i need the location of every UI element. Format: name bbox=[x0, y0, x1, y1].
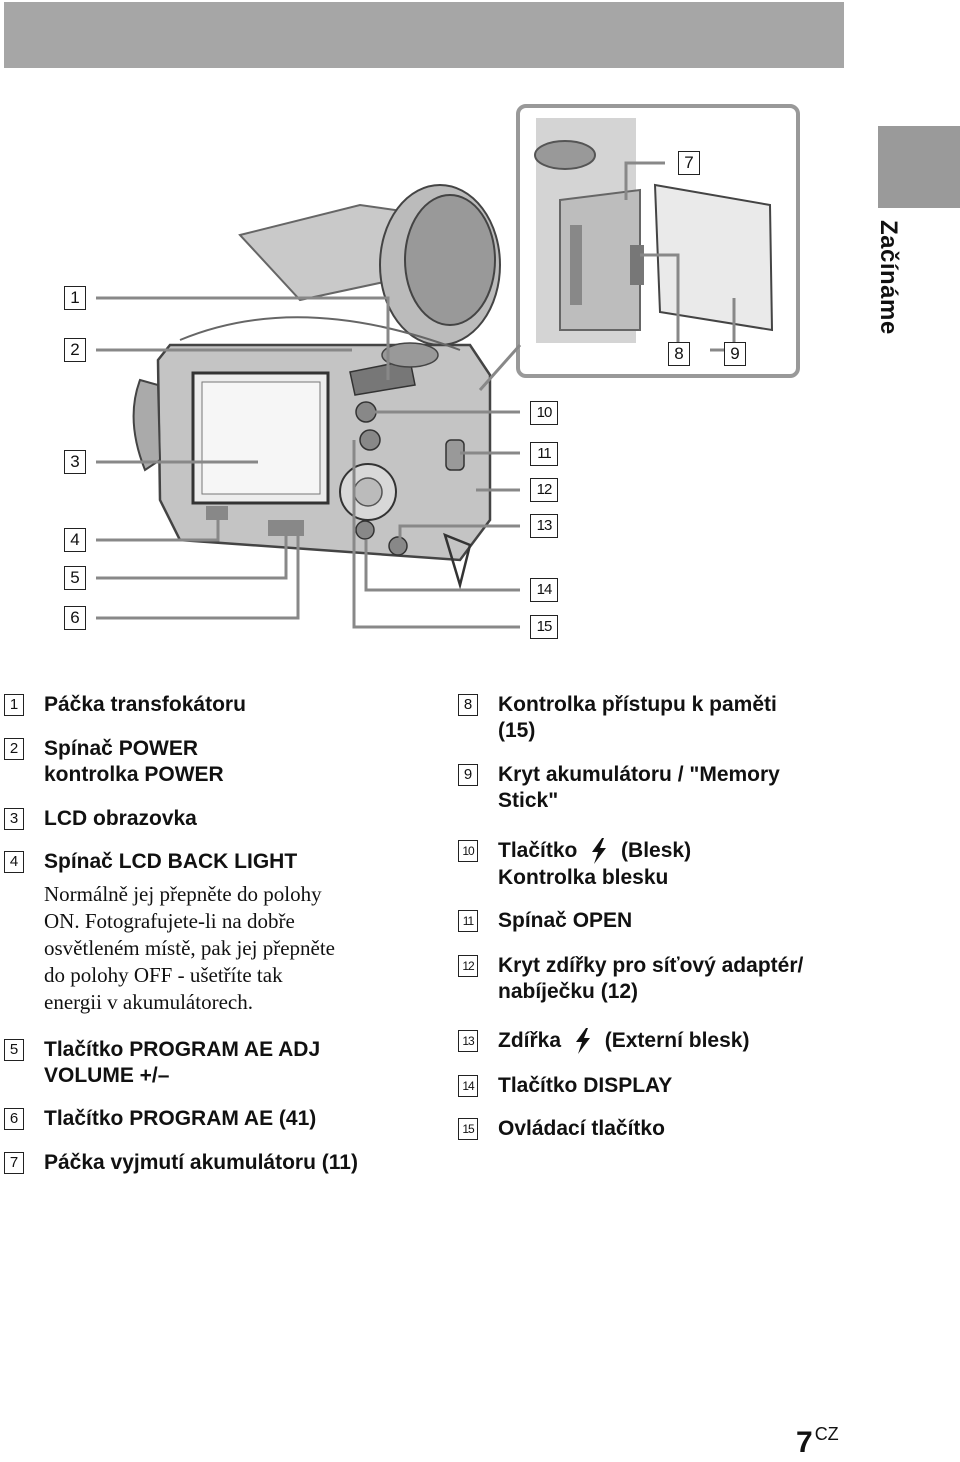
legend-text: Tlačítko DISPLAY bbox=[498, 1074, 673, 1097]
legend-num: 14 bbox=[458, 1075, 478, 1097]
inset-frame bbox=[516, 104, 800, 378]
legend-num: 1 bbox=[4, 694, 24, 716]
callout-9: 9 bbox=[724, 342, 746, 366]
header-bar bbox=[4, 2, 844, 68]
callout-8: 8 bbox=[668, 342, 690, 366]
flash-icon bbox=[575, 1028, 590, 1055]
callout-5: 5 bbox=[64, 566, 86, 590]
callout-14: 14 bbox=[530, 578, 558, 602]
legend-text: Tlačítko PROGRAM AE (41) bbox=[44, 1107, 317, 1130]
callout-12: 12 bbox=[530, 478, 558, 502]
legend-text: Spínač POWER bbox=[44, 737, 199, 760]
legend-text: Kryt akumulátoru / "Memory bbox=[498, 763, 780, 786]
legend-num: 3 bbox=[4, 808, 24, 830]
legend-note-line: do polohy OFF - ušetříte tak bbox=[44, 963, 283, 987]
flash-icon bbox=[592, 838, 607, 865]
legend-num: 5 bbox=[4, 1039, 24, 1061]
callout-11: 11 bbox=[530, 442, 558, 466]
legend-right: 8 Kontrolka přístupu k paměti (15) 9 Kry… bbox=[458, 0, 898, 1200]
legend-text: Zdířka (Externí blesk) bbox=[498, 1028, 878, 1055]
legend-text: LCD obrazovka bbox=[44, 807, 197, 830]
legend-text-lead: Zdířka bbox=[498, 1029, 562, 1052]
legend-text-lead: Tlačítko bbox=[498, 839, 578, 862]
legend-num: 7 bbox=[4, 1152, 24, 1174]
callout-6: 6 bbox=[64, 606, 86, 630]
callout-7: 7 bbox=[678, 151, 700, 175]
legend-text-2: Kontrolka blesku bbox=[498, 866, 669, 889]
legend-text-2: (15) bbox=[498, 719, 536, 742]
callout-4: 4 bbox=[64, 528, 86, 552]
legend-text: Tlačítko (Blesk) bbox=[498, 838, 878, 865]
legend-num: 9 bbox=[458, 764, 478, 786]
legend-text: Ovládací tlačítko bbox=[498, 1117, 665, 1140]
legend-note-line: Normálně jej přepněte do polohy bbox=[44, 882, 322, 906]
legend-num: 15 bbox=[458, 1118, 478, 1140]
legend-num: 8 bbox=[458, 694, 478, 716]
leader-lines bbox=[96, 161, 736, 629]
legend-num: 12 bbox=[458, 955, 478, 977]
callout-15: 15 bbox=[530, 615, 558, 639]
legend-text-2: VOLUME +/– bbox=[44, 1064, 170, 1087]
page-number-value: 7 bbox=[796, 1426, 813, 1459]
legend-num: 6 bbox=[4, 1108, 24, 1130]
legend-text: Páčka vyjmutí akumulátoru (11) bbox=[44, 1151, 358, 1174]
legend-note-line: ON. Fotografujete-li na dobře bbox=[44, 909, 295, 933]
camera-body bbox=[132, 184, 501, 590]
callout-3: 3 bbox=[64, 450, 86, 474]
legend-left: 1 Páčka transfokátoru 2 Spínač POWER kon… bbox=[4, 0, 434, 1200]
section-tab bbox=[878, 126, 960, 208]
legend-num: 10 bbox=[458, 840, 478, 862]
legend-note-line: osvětleném místě, pak jej přepněte bbox=[44, 936, 335, 960]
legend-note-line: energii v akumulátorech. bbox=[44, 990, 253, 1014]
callout-1: 1 bbox=[64, 286, 86, 310]
legend-num: 13 bbox=[458, 1030, 478, 1052]
legend-num: 11 bbox=[458, 910, 478, 932]
legend-text: Spínač OPEN bbox=[498, 909, 633, 932]
legend-text-after: (Externí blesk) bbox=[604, 1029, 750, 1052]
legend-text-2: Stick" bbox=[498, 789, 559, 812]
page-number-suffix: CZ bbox=[814, 1424, 839, 1444]
legend-text: Kryt zdířky pro síťový adaptér/ bbox=[498, 954, 804, 977]
callout-2: 2 bbox=[64, 338, 86, 362]
legend-text: Kontrolka přístupu k paměti bbox=[498, 693, 777, 716]
legend-text-2: nabíječku (12) bbox=[498, 980, 639, 1003]
legend-text: Spínač LCD BACK LIGHT bbox=[44, 850, 298, 873]
camera-illustration bbox=[96, 104, 800, 629]
legend-text-2: kontrolka POWER bbox=[44, 763, 224, 786]
section-label: Začínáme bbox=[875, 220, 902, 335]
legend-text-after: (Blesk) bbox=[621, 839, 692, 862]
legend-num: 2 bbox=[4, 738, 24, 760]
callout-13: 13 bbox=[530, 514, 558, 538]
camera-diagram: 1 2 3 4 5 6 7 8 9 10 11 12 13 14 15 bbox=[0, 0, 960, 660]
callout-10: 10 bbox=[530, 401, 558, 425]
inset-battery-cover bbox=[534, 118, 774, 343]
legend-text: Tlačítko PROGRAM AE ADJ bbox=[44, 1038, 321, 1061]
legend-num: 4 bbox=[4, 851, 24, 873]
legend-text: Páčka transfokátoru bbox=[44, 693, 246, 716]
